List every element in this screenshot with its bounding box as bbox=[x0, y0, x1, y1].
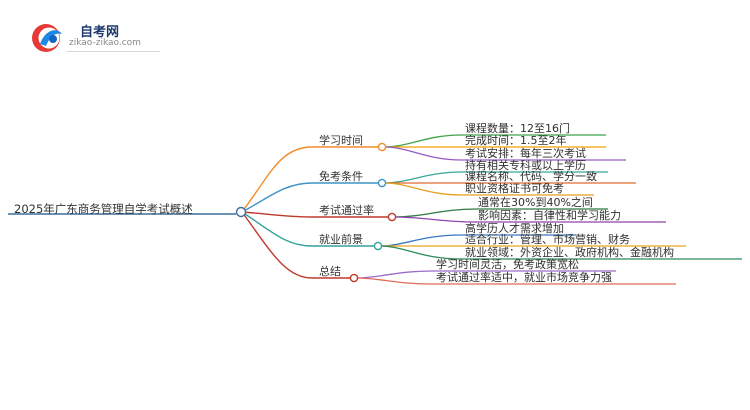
root-node-dot bbox=[235, 206, 247, 218]
branch-dot-pass-rate bbox=[387, 212, 397, 222]
leaf-label-exemption-1: 持有相关专科或以上学历 bbox=[465, 159, 586, 172]
leaf-label-employ-2: 适合行业：管理、市场营销、财务 bbox=[465, 233, 630, 246]
root-node-label: 2025年广东商务管理自学考试概述 bbox=[14, 202, 193, 216]
branch-dot-employment bbox=[373, 241, 383, 251]
leaf-connector-employ-3 bbox=[379, 245, 742, 260]
branch-dot-study-time bbox=[377, 142, 387, 152]
leaf-label-pass-1: 通常在30%到40%之间 bbox=[478, 196, 593, 209]
branch-label-exemption: 免考条件 bbox=[319, 170, 363, 183]
leaf-connector-pass-2 bbox=[393, 216, 666, 223]
branch-label-summary: 总结 bbox=[319, 265, 341, 278]
leaf-label-pass-2: 影响因素：自律性和学习能力 bbox=[478, 209, 621, 222]
leaf-label-summary-1: 学习时间灵活，免考政策宽松 bbox=[436, 258, 579, 271]
leaf-label-employ-1: 高学历人才需求增加 bbox=[465, 222, 564, 235]
branch-label-employment: 就业前景 bbox=[319, 233, 363, 246]
branch-connector-exemption bbox=[241, 182, 378, 213]
branch-connector-summary bbox=[241, 211, 350, 279]
branch-label-study-time: 学习时间 bbox=[319, 134, 363, 147]
site-logo[interactable]: 自考网 zikao-zikao.com bbox=[30, 20, 160, 60]
branch-connector-employment bbox=[241, 211, 374, 247]
leaf-label-study-1: 课程数量：12至16门 bbox=[465, 122, 570, 135]
leaf-connector-study-3 bbox=[383, 146, 626, 161]
logo-mark-icon bbox=[32, 24, 62, 52]
leaf-connector-summary-2 bbox=[355, 277, 676, 285]
leaf-label-exemption-2: 课程名称、代码、学分一致 bbox=[465, 170, 597, 183]
leaf-label-study-3: 考试安排：每年三次考试 bbox=[465, 147, 586, 160]
leaf-label-summary-2: 考试通过率适中，就业市场竞争力强 bbox=[436, 271, 612, 284]
branch-dot-exemption bbox=[377, 178, 387, 188]
branch-connector-study-time bbox=[241, 146, 378, 213]
branch-connector-pass-rate bbox=[241, 211, 388, 218]
leaf-connector-exemption-3 bbox=[383, 182, 594, 196]
logo-title: 自考网 bbox=[80, 25, 120, 40]
logo-subtitle: zikao-zikao.com bbox=[69, 38, 141, 48]
branch-label-pass-rate: 考试通过率 bbox=[319, 204, 374, 217]
leaf-label-employ-3: 就业领域：外资企业、政府机构、金融机构 bbox=[465, 246, 674, 259]
leaf-label-study-2: 完成时间：1.5至2年 bbox=[465, 134, 567, 147]
logo-underline bbox=[66, 51, 160, 52]
branch-dot-summary bbox=[349, 273, 359, 283]
leaf-label-exemption-3: 职业资格证书可免考 bbox=[465, 182, 564, 195]
